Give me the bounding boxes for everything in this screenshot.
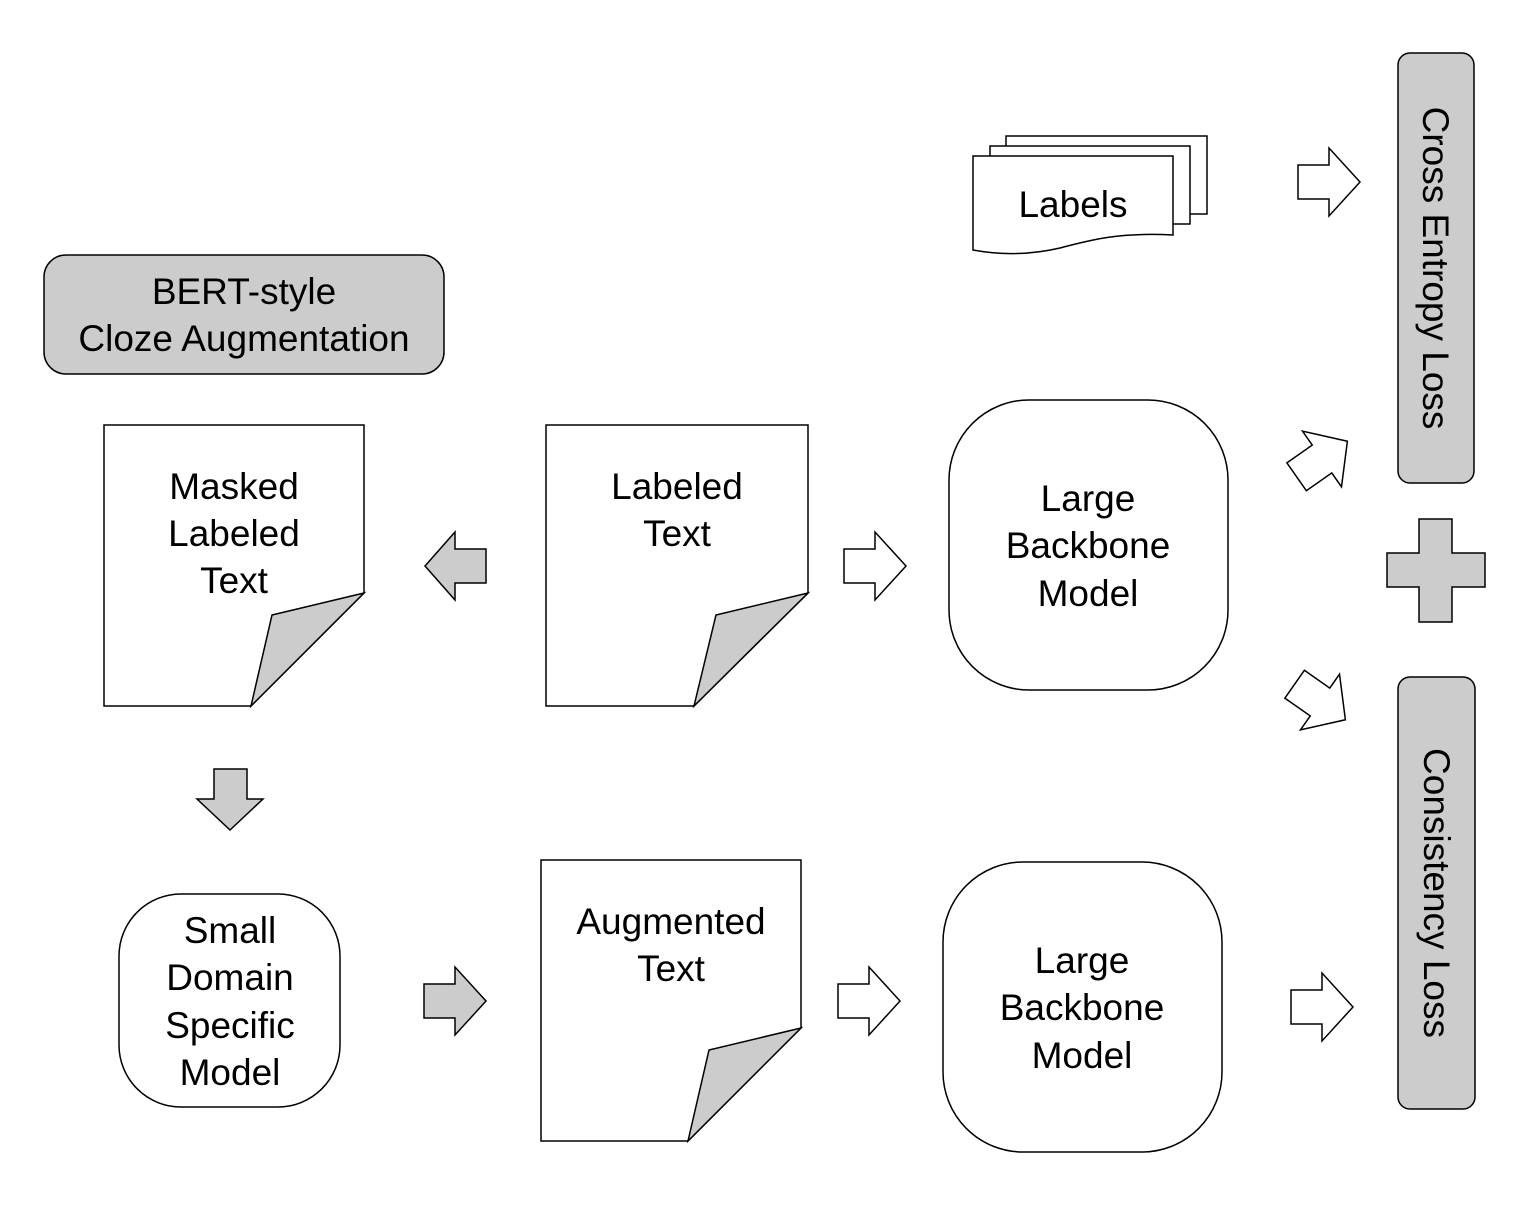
augmented-doc-line-1: Augmented (576, 901, 765, 942)
arrow-icon (423, 965, 488, 1037)
consistency-loss-text: Consistency Loss (1416, 748, 1457, 1038)
arrow-icon (1283, 669, 1347, 732)
labeled-text-doc: Labeled Text (545, 424, 811, 709)
arrow-icon (843, 530, 908, 602)
masked-doc-line-1: Masked (169, 466, 299, 507)
large-model-top-line-1: Large (1041, 478, 1136, 519)
arrow-icon (837, 965, 902, 1037)
augmented-doc-line-2: Text (637, 948, 706, 989)
small-model-line-1: Small (184, 910, 277, 951)
arrow-icon (1290, 971, 1355, 1043)
large-model-top-line-2: Backbone (1006, 525, 1171, 566)
plus-icon (1386, 518, 1486, 623)
small-domain-specific-model: Small Domain Specific Model (118, 893, 341, 1108)
cross-entropy-loss-text: Cross Entropy Loss (1415, 107, 1456, 430)
large-model-bottom-line-3: Model (1032, 1035, 1133, 1076)
large-model-bottom-line-1: Large (1035, 940, 1130, 981)
arrow-icon (1297, 146, 1362, 218)
augmented-text-doc: Augmented Text (540, 859, 804, 1144)
small-model-line-2: Domain (166, 957, 294, 998)
stacked-documents-icon (972, 135, 1208, 255)
bert-box-line-2: Cloze Augmentation (78, 318, 409, 359)
bert-box-line-1: BERT-style (152, 271, 336, 312)
arrow-icon (1285, 429, 1349, 492)
large-model-top-line-3: Model (1038, 573, 1139, 614)
large-backbone-model-bottom: Large Backbone Model (942, 861, 1223, 1153)
arrow-icon (195, 768, 265, 832)
page-curl-icon (249, 591, 367, 709)
masked-doc-line-3: Text (200, 560, 269, 601)
labeled-doc-line-2: Text (643, 513, 712, 554)
consistency-loss-box: Consistency Loss (1397, 676, 1476, 1110)
large-model-bottom-line-2: Backbone (1000, 987, 1165, 1028)
labeled-doc-line-1: Labeled (611, 466, 743, 507)
small-model-line-3: Specific (165, 1005, 295, 1046)
page-curl-icon (686, 1026, 804, 1144)
masked-doc-line-2: Labeled (168, 513, 300, 554)
small-model-line-4: Model (180, 1052, 281, 1093)
large-backbone-model-top: Large Backbone Model (948, 399, 1229, 691)
masked-labeled-text-doc: Masked Labeled Text (103, 424, 367, 709)
labels-documents: Labels (972, 135, 1208, 255)
cross-entropy-loss-box: Cross Entropy Loss (1397, 52, 1475, 484)
labels-text: Labels (1018, 184, 1127, 225)
page-curl-icon (692, 591, 811, 709)
arrow-icon (423, 530, 487, 602)
bert-augmentation-box: BERT-style Cloze Augmentation (43, 254, 445, 375)
